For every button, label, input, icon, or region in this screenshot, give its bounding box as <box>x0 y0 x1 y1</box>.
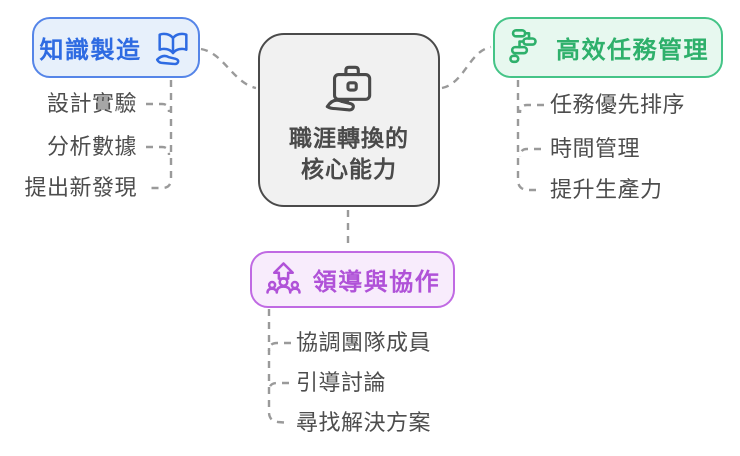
connector-leadership-item1 <box>267 341 291 352</box>
node-career-core: 職涯轉換的 核心能力 <box>258 33 440 207</box>
connector-knowledge-item1 <box>146 102 171 113</box>
team-growth-icon <box>265 261 302 298</box>
node-knowledge-label: 知識製造 <box>39 37 142 64</box>
connector-tasks-item2 <box>518 147 541 158</box>
connector-tasks-spine <box>516 80 539 192</box>
list-item-knowledge-1: 設計實驗 <box>46 91 137 116</box>
connector-knowledge-item2 <box>146 145 171 156</box>
node-leadership-label: 領導與協作 <box>312 269 441 296</box>
center-title: 職涯轉換的 核心能力 <box>289 123 409 185</box>
node-tasks-label: 高效任務管理 <box>556 37 709 64</box>
open-book-hand-icon <box>153 28 193 68</box>
connector-center-tasks <box>441 45 492 90</box>
list-item-knowledge-3: 提出新發現 <box>24 175 137 200</box>
list-item-leadership-3: 尋找解決方案 <box>296 410 432 435</box>
connector-tasks-item1 <box>518 103 544 114</box>
list-item-leadership-2: 引導討論 <box>296 370 387 395</box>
center-title-line2: 核心能力 <box>301 156 397 182</box>
list-item-knowledge-2: 分析數據 <box>46 134 137 159</box>
center-title-line1: 職涯轉換的 <box>289 125 409 151</box>
node-tasks: 高效任務管理 <box>493 17 723 78</box>
connector-knowledge-center <box>200 47 257 90</box>
list-item-tasks-3: 提升生產力 <box>550 177 663 202</box>
connector-knowledge-spine <box>149 80 173 190</box>
list-item-tasks-2: 時間管理 <box>550 136 641 161</box>
gantt-chart-icon <box>507 28 545 67</box>
connector-leadership-item2 <box>267 381 289 392</box>
list-item-tasks-1: 任務優先排序 <box>550 92 686 117</box>
list-item-leadership-1: 協調團隊成員 <box>296 330 432 355</box>
node-leadership: 領導與協作 <box>250 251 455 308</box>
node-knowledge: 知識製造 <box>32 17 200 78</box>
connector-leadership-spine <box>267 309 291 425</box>
hand-briefcase-icon <box>318 61 380 117</box>
